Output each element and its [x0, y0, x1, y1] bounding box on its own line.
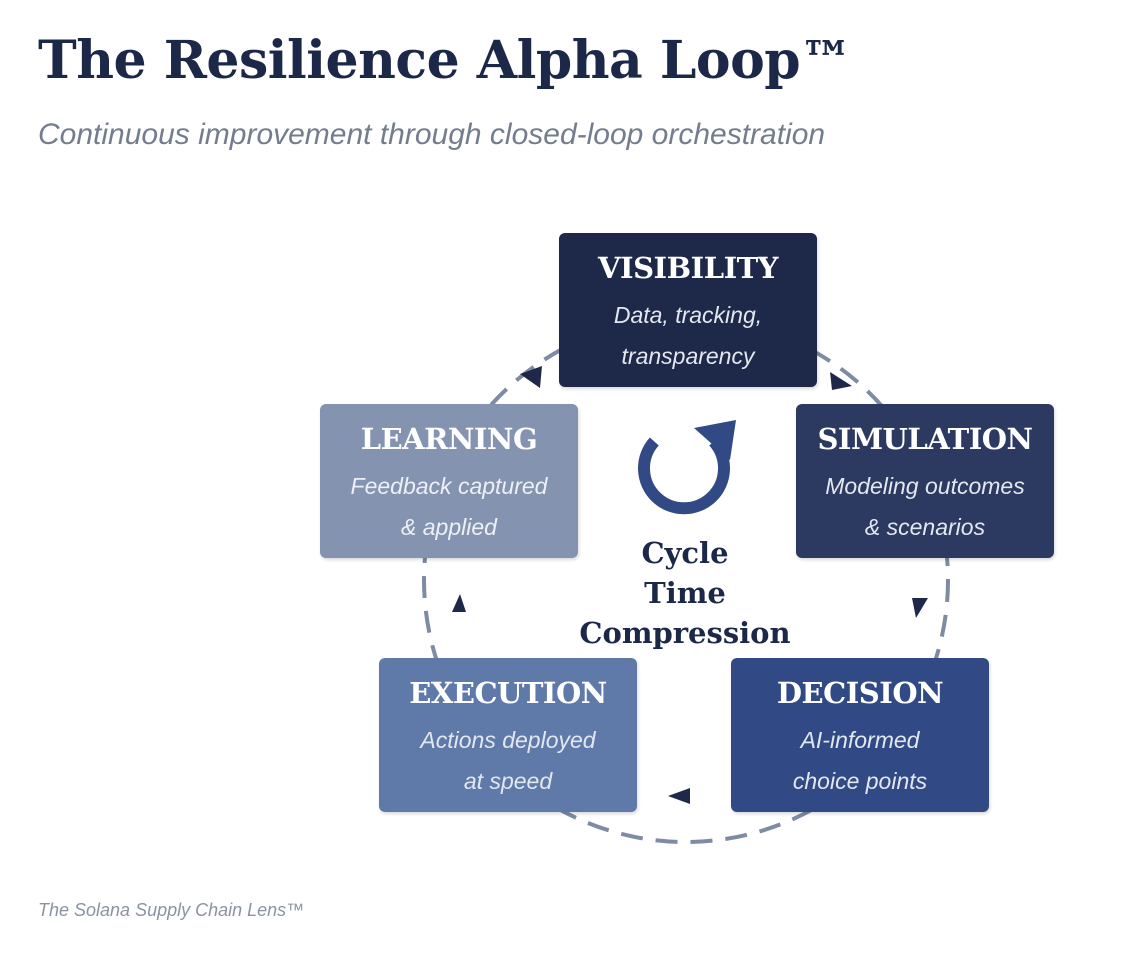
- stage-description: Actions deployed at speed: [389, 720, 627, 802]
- center-label-line: Compression: [579, 616, 791, 650]
- stage-title: LEARNING: [360, 422, 538, 456]
- arrow-execution-to-learning: [452, 594, 466, 612]
- center-label-line: Cycle: [641, 536, 729, 570]
- stage-decision: DECISION AI-informed choice points: [731, 658, 989, 812]
- stage-learning: LEARNING Feedback captured & applied: [320, 404, 578, 558]
- stage-title: VISIBILITY: [598, 251, 778, 285]
- stage-description: Feedback captured & applied: [330, 466, 568, 548]
- stage-title: SIMULATION: [817, 422, 1033, 456]
- stage-desc-line: Modeling outcomes: [825, 473, 1025, 499]
- stage-description: Data, tracking, transparency: [569, 295, 807, 377]
- stage-desc-line: AI-informed: [800, 727, 920, 753]
- arrow-decision-to-execution: [668, 788, 690, 804]
- stage-desc-line: Actions deployed: [420, 727, 596, 753]
- stage-desc-line: transparency: [621, 343, 755, 369]
- footer-caption: The Solana Supply Chain Lens™: [38, 900, 305, 920]
- stage-description: AI-informed choice points: [741, 720, 979, 802]
- stage-visibility: VISIBILITY Data, tracking, transparency: [559, 233, 817, 387]
- stage-desc-line: & scenarios: [864, 514, 986, 540]
- page-subtitle: Continuous improvement through closed-lo…: [38, 118, 826, 151]
- page-title: The Resilience Alpha Loop™: [38, 30, 852, 91]
- stage-title: EXECUTION: [409, 676, 607, 710]
- cycle-arrow-icon: [638, 420, 736, 515]
- arrow-simulation-to-decision: [912, 598, 928, 618]
- stage-desc-line: & applied: [401, 514, 497, 540]
- center-label: Cycle Time Compression: [560, 533, 810, 653]
- stage-simulation: SIMULATION Modeling outcomes & scenarios: [796, 404, 1054, 558]
- stage-execution: EXECUTION Actions deployed at speed: [379, 658, 637, 812]
- center-label-line: Time: [644, 576, 726, 610]
- stage-desc-line: choice points: [792, 768, 928, 794]
- stage-desc-line: Data, tracking,: [613, 302, 763, 328]
- arrow-visibility-to-simulation: [830, 372, 852, 390]
- arrow-learning-to-visibility: [520, 366, 542, 388]
- stage-desc-line: at speed: [463, 768, 553, 794]
- stage-desc-line: Feedback captured: [350, 473, 548, 499]
- stage-description: Modeling outcomes & scenarios: [806, 466, 1044, 548]
- stage-title: DECISION: [776, 676, 944, 710]
